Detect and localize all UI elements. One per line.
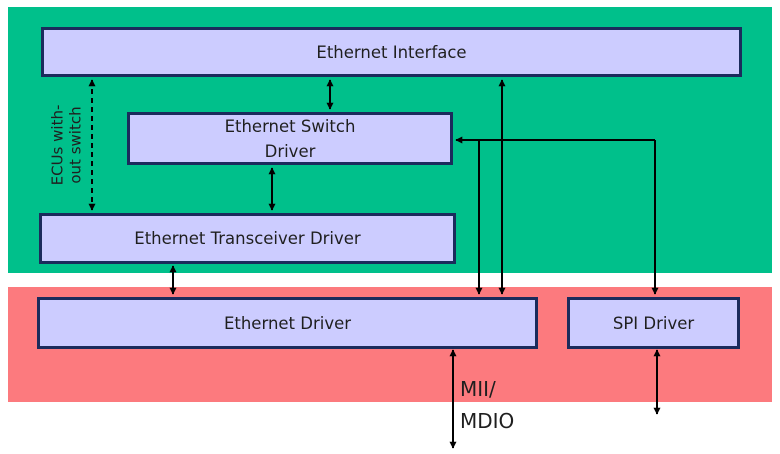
ethernet-transceiver-driver-label: Ethernet Transceiver Driver xyxy=(134,229,361,248)
spi-driver-label: SPI Driver xyxy=(612,313,695,333)
ethernet-switch-driver-label-line1: Ethernet Switch xyxy=(224,116,356,136)
mii-label-line1: MII/ xyxy=(460,377,496,401)
ethernet-transceiver-driver-box: Ethernet Transceiver Driver xyxy=(39,213,456,264)
ethernet-switch-driver-box: Ethernet Switch Driver xyxy=(127,112,453,165)
mii-label-line2: MDIO xyxy=(460,409,515,433)
mii-mdio-label: MII/ MDIO xyxy=(460,373,514,437)
ethernet-driver-label: Ethernet Driver xyxy=(223,313,352,333)
ethernet-interface-box: Ethernet Interface xyxy=(41,27,742,77)
spi-driver-box: SPI Driver xyxy=(567,297,740,349)
ethernet-interface-label: Ethernet Interface xyxy=(316,42,467,62)
ethernet-driver-box: Ethernet Driver xyxy=(37,297,538,349)
ethernet-switch-driver-label-line2: Driver xyxy=(264,141,316,161)
